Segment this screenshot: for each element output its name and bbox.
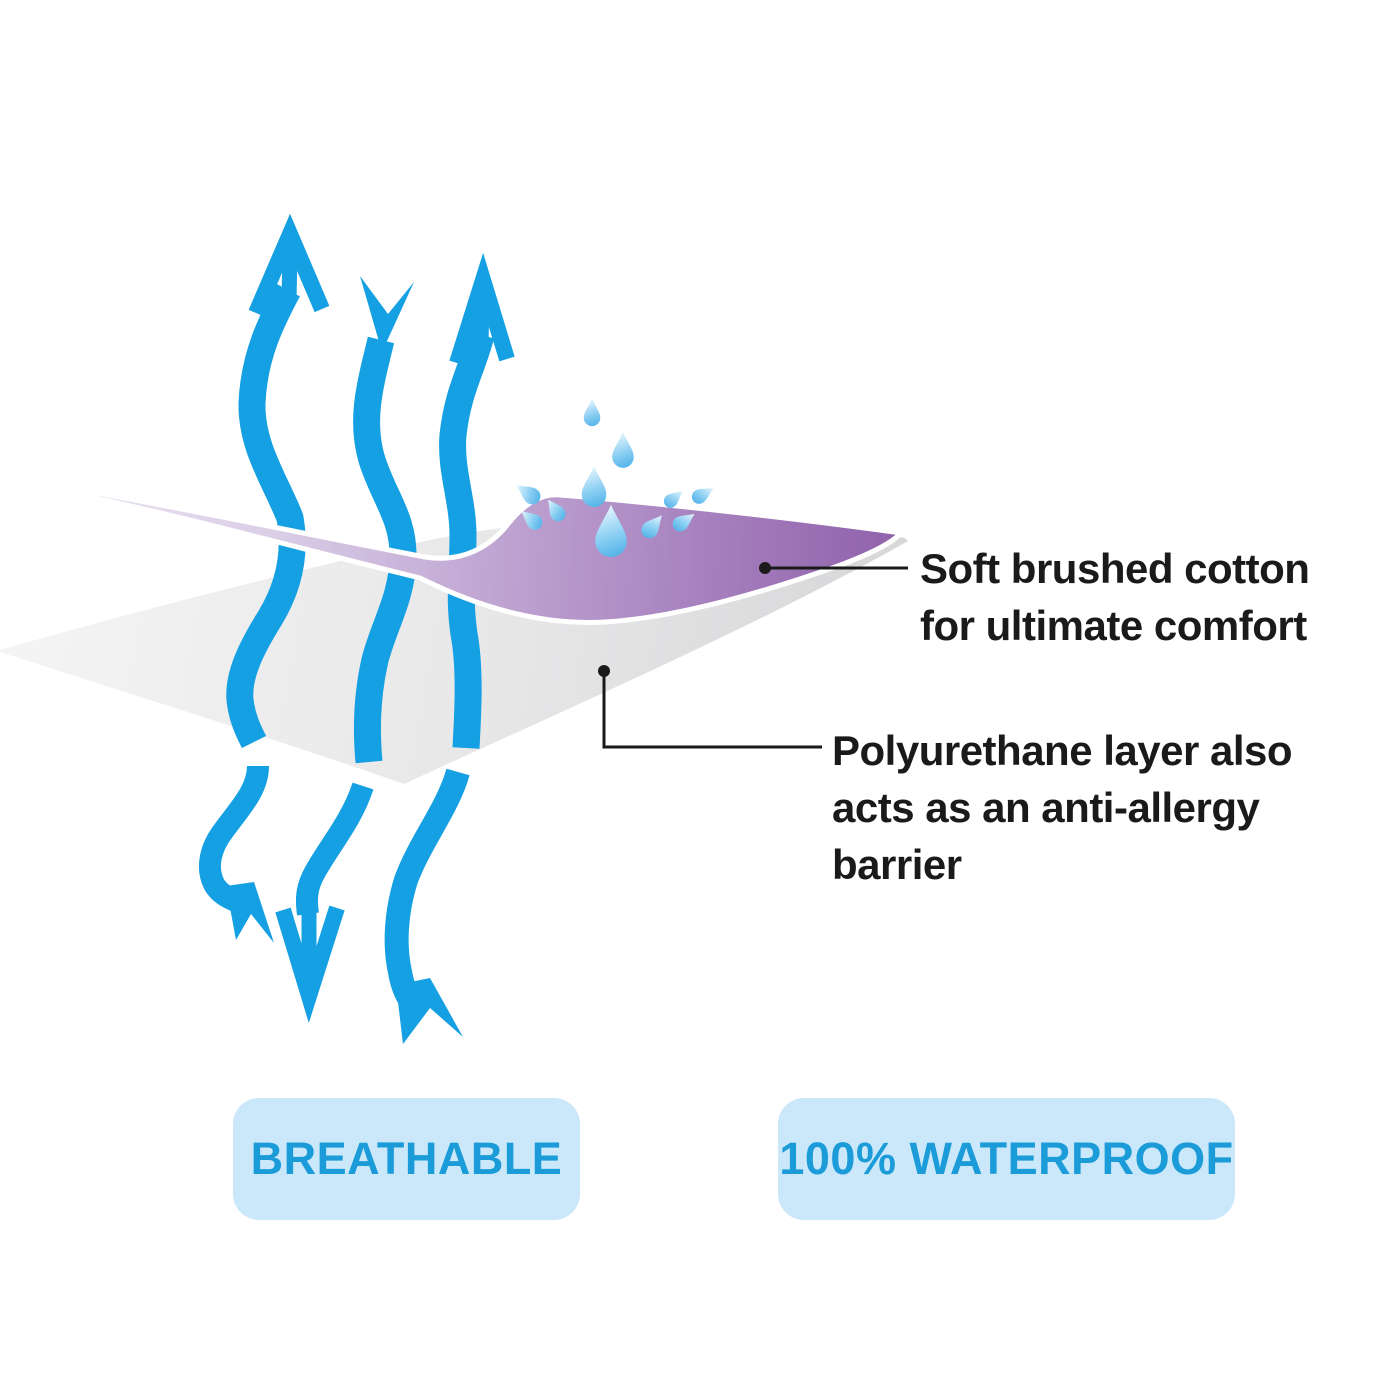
badge-breathable: BREATHABLE [233,1098,580,1220]
airflow-up-arrow-right [384,252,515,1044]
callouts [598,562,908,749]
droplet-icon [581,466,607,508]
up-arrowhead-icon [248,213,330,317]
cotton-layer-shape [0,473,907,625]
annotation-line: Soft brushed cotton [920,545,1310,592]
fork-tail-icon [360,276,414,352]
badge-waterproof: 100% WATERPROOF [778,1098,1235,1220]
droplet-icon [612,431,634,468]
annotation-line: Polyurethane layer also [832,727,1293,774]
callout-dot [759,562,771,574]
droplet-icon [583,398,601,427]
annotation-line: acts as an anti-allergy [832,784,1260,831]
airflow-arrows [198,213,515,1044]
up-arrowhead-icon [449,252,515,366]
fishtail-icon [226,882,274,943]
callout-dot [598,665,610,677]
callout-soft-cotton [759,562,908,574]
callout-polyurethane [598,665,822,749]
annotation-line: for ultimate comfort [920,602,1307,649]
fishtail-icon [396,978,463,1044]
annotation-line: barrier [832,841,962,888]
badge-breathable-label: BREATHABLE [250,1133,563,1184]
down-arrowhead-icon [275,905,345,1023]
badge-waterproof-label: 100% WATERPROOF [779,1133,1234,1184]
annotation-polyurethane: Polyurethane layer also acts as an anti-… [832,722,1293,893]
droplet-icon [689,482,718,507]
annotation-soft-cotton: Soft brushed cotton for ultimate comfort [920,540,1310,654]
